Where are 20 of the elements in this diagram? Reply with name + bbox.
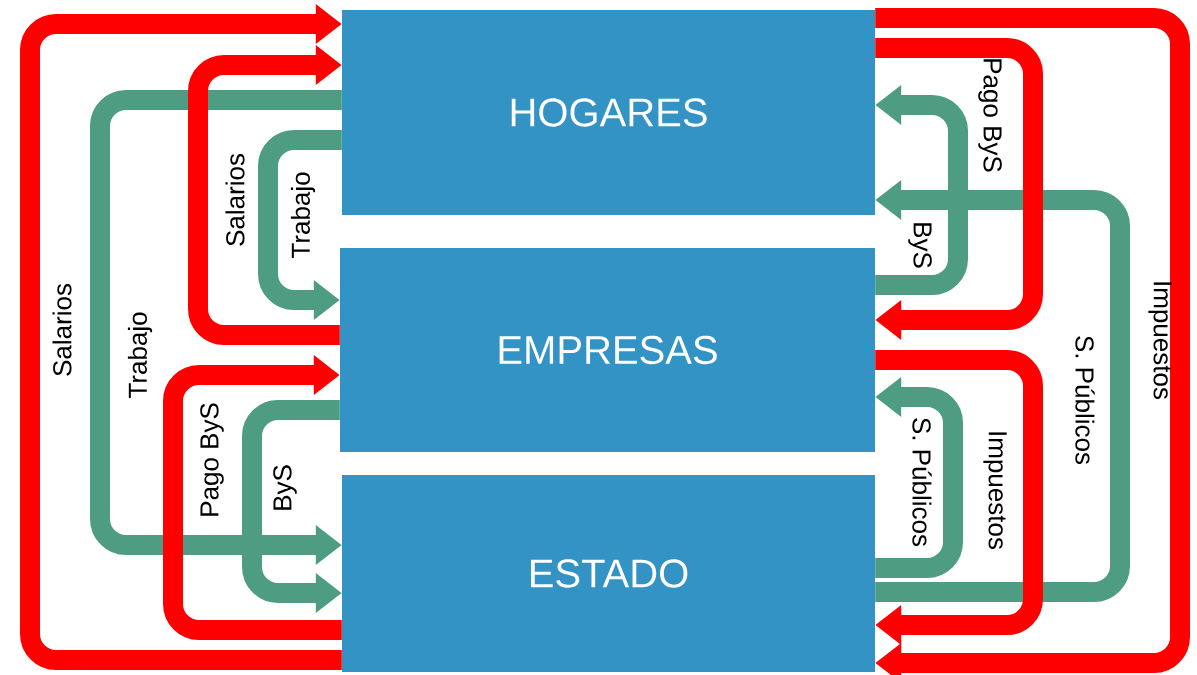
flow-arrow	[875, 350, 1043, 645]
edge-label: Salarios	[225, 154, 245, 246]
edge-label: ByS	[908, 223, 932, 268]
sector-box: ESTADO	[342, 475, 875, 672]
flow-arrow	[875, 8, 1190, 675]
edge-label: Impuestos	[983, 432, 1007, 549]
edge-label: Impuestos	[1148, 282, 1172, 399]
flow-arrow	[163, 355, 342, 640]
flow-arrow	[20, 4, 342, 670]
sector-box: HOGARES	[342, 10, 875, 215]
edge-label: Pago ByS	[200, 403, 224, 516]
flow-arrow	[875, 38, 1043, 340]
edge-label: Pago ByS	[978, 59, 1002, 172]
edge-label: Trabajo	[127, 312, 153, 398]
edge-label: S. Públicos	[912, 418, 932, 547]
edge-label: ByS	[273, 465, 297, 510]
edge-label: S. Públicos	[1075, 336, 1095, 465]
edge-label: Salarios	[52, 284, 72, 376]
sector-box: EMPRESAS	[340, 248, 875, 452]
edge-label: Trabajo	[290, 172, 316, 258]
